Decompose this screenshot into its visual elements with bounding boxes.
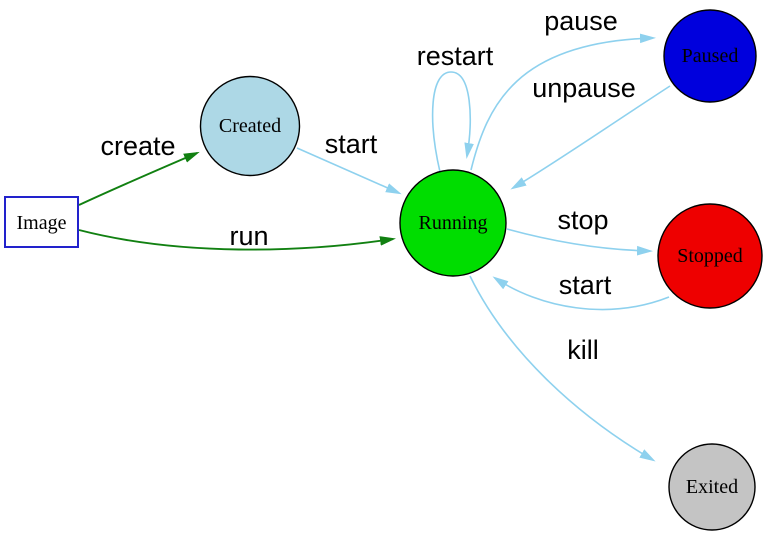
node-running-label: Running xyxy=(419,212,488,234)
edge-kill xyxy=(469,275,656,462)
edge-pause xyxy=(470,33,656,171)
node-image-label: Image xyxy=(17,212,67,234)
node-created-shape xyxy=(199,75,301,177)
node-paused: Paused xyxy=(663,9,757,103)
edge-start-created-running-label: start xyxy=(325,129,378,159)
node-exited-shape xyxy=(668,443,756,531)
edge-labels-layer: create run start restart pause unpause s… xyxy=(100,6,635,365)
edge-kill-label: kill xyxy=(567,335,599,365)
edge-start-stopped-running-label: start xyxy=(559,270,612,300)
edge-run-label: run xyxy=(229,221,268,251)
node-created-label: Created xyxy=(219,115,281,137)
node-stopped-label: Stopped xyxy=(677,245,743,267)
node-stopped-shape xyxy=(657,203,763,309)
edge-stop xyxy=(506,228,653,256)
edge-unpause xyxy=(510,85,671,190)
nodes-layer: Image Created Running Paused Stopped Exi… xyxy=(4,9,763,531)
node-exited-label: Exited xyxy=(686,476,738,498)
node-running-shape xyxy=(399,169,507,277)
edge-run xyxy=(78,229,396,251)
edge-restart-self-loop xyxy=(431,71,474,173)
edge-create xyxy=(78,151,200,206)
node-stopped: Stopped xyxy=(657,203,763,309)
node-exited: Exited xyxy=(668,443,756,531)
node-created: Created xyxy=(199,75,301,177)
node-running: Running xyxy=(399,169,507,277)
node-image-shape xyxy=(4,196,79,248)
edges-layer xyxy=(78,33,671,462)
edge-unpause-label: unpause xyxy=(532,73,636,103)
edge-start-stopped-running xyxy=(492,276,670,311)
edge-restart-label: restart xyxy=(417,41,494,71)
node-image: Image xyxy=(4,196,79,248)
edge-pause-label: pause xyxy=(544,6,618,36)
edge-stop-label: stop xyxy=(557,205,608,235)
edge-create-label: create xyxy=(100,131,175,161)
node-paused-shape xyxy=(663,9,757,103)
edge-start-created-running xyxy=(296,147,402,195)
node-paused-label: Paused xyxy=(682,45,739,67)
